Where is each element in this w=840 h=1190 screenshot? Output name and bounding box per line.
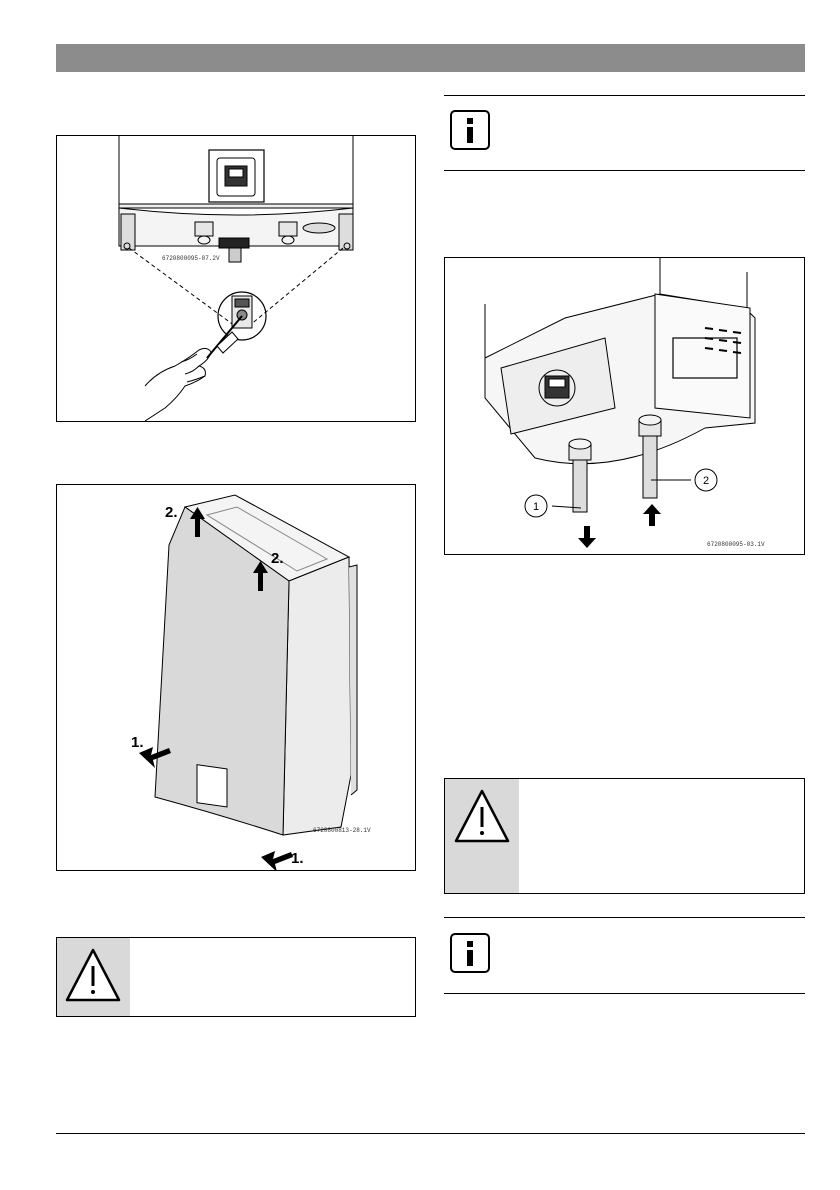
step-label-1b: 1. [291,850,304,867]
casing-removal-illustration: 2. 2. 1. 1. [131,494,358,872]
warning-box [56,937,416,1017]
figure-remove-casing: 2. 2. 1. 1. 6720800813-28.1V [56,484,416,872]
info-rule-top [444,95,805,96]
info-icon [450,110,490,150]
info-rule-bottom [444,170,805,171]
warning-sidebar [57,938,130,1016]
info-rule-bottom [444,993,805,994]
warning-sidebar [445,779,519,893]
header-bar [56,44,805,72]
callout-2: 2 [703,475,709,487]
figure-code: 6720800813-28.1V [313,827,371,834]
callout-1: 1 [533,501,539,513]
footer-rule [56,1133,805,1134]
info-rule-top [444,917,805,918]
info-icon [450,933,490,973]
figure-remove-screw: 6720800095-07.2V [56,135,416,422]
step-label-1a: 1. [131,734,144,751]
water-connections-illustration: 1 2 [484,258,756,548]
step-label-2a: 2. [165,504,178,521]
figure-code: 6720800095-07.2V [162,255,220,262]
warning-triangle-icon [454,789,510,843]
step-label-2b: 2. [271,550,284,567]
figure-water-connections: 1 2 6720800095-03.1V [444,257,805,555]
warning-box [444,778,805,894]
boiler-underside-illustration [118,136,354,422]
warning-triangle-icon [65,948,121,1002]
figure-code: 6720800095-03.1V [707,541,765,548]
